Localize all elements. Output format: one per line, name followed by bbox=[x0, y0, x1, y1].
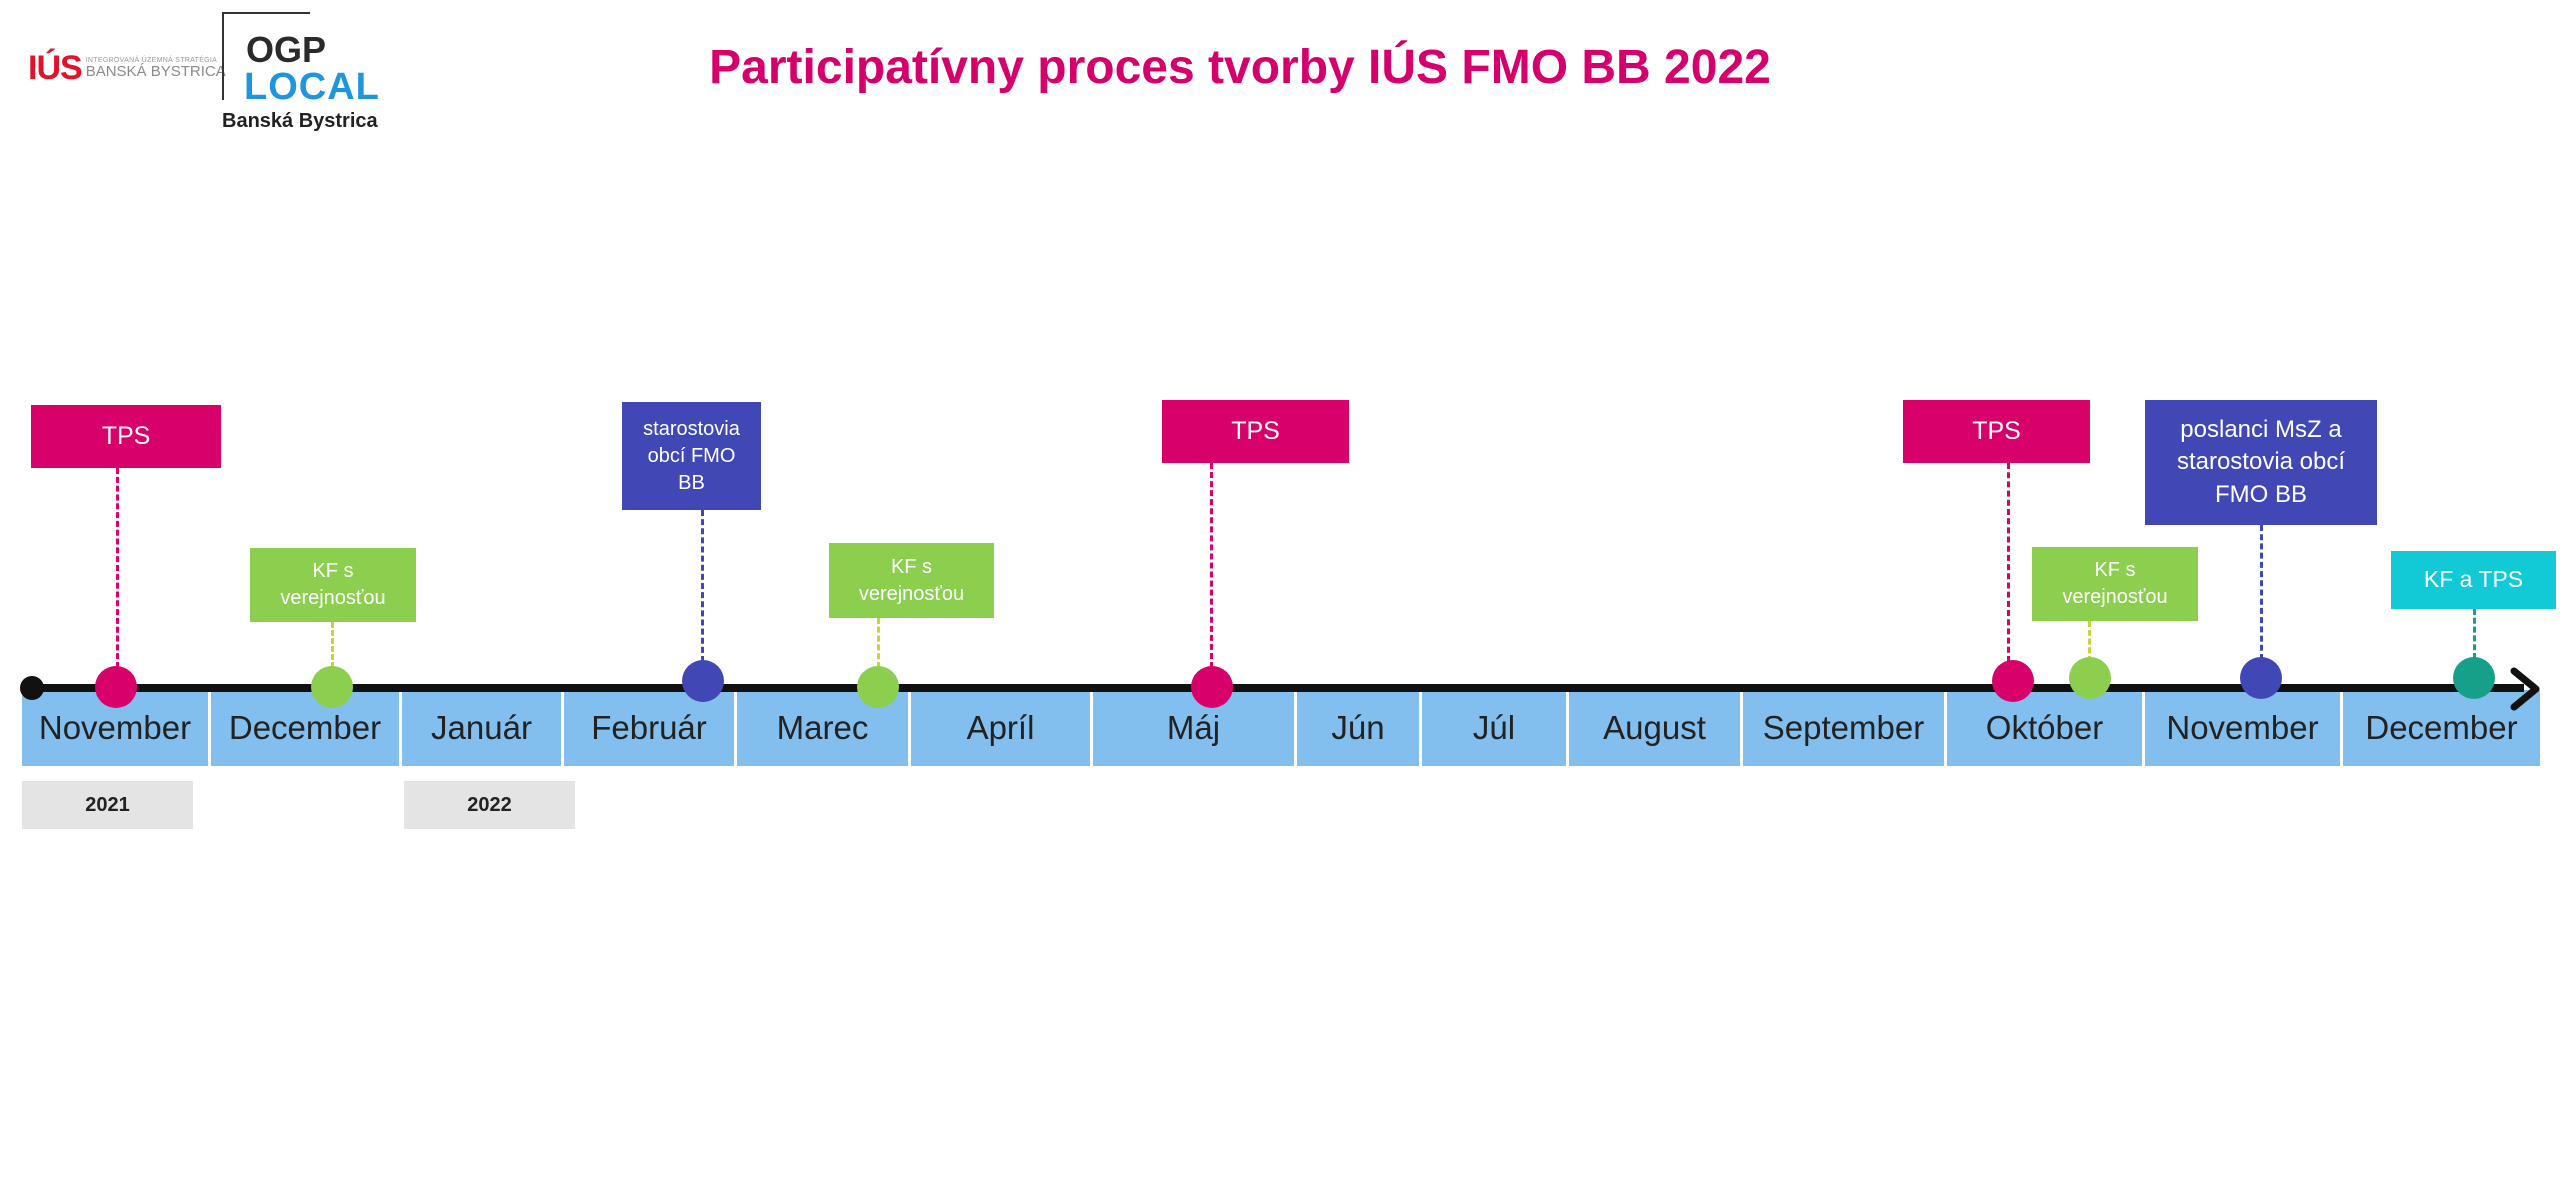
year-label-2021: 2021 bbox=[22, 781, 193, 829]
month-april: Apríl bbox=[911, 690, 1093, 766]
event-connector bbox=[701, 510, 704, 662]
month-marec: Marec bbox=[737, 690, 911, 766]
event-box-tps-2: TPS bbox=[1162, 400, 1349, 463]
ogp-logo-city: Banská Bystrica bbox=[222, 110, 378, 132]
month-jun: Jún bbox=[1297, 690, 1422, 766]
month-november-2022: November bbox=[2145, 690, 2343, 766]
timeline-start-dot bbox=[20, 676, 44, 700]
event-marker-poslanci bbox=[2240, 657, 2282, 699]
ogp-logo-word: OGP bbox=[246, 29, 327, 70]
year-label-2022: 2022 bbox=[404, 781, 575, 829]
ius-logo-subtitle: INTEGROVANÁ ÚZEMNÁ STRATÉGIA bbox=[85, 57, 218, 64]
event-marker-tps-1 bbox=[95, 666, 137, 708]
event-connector bbox=[2473, 609, 2476, 659]
ogp-logo-local: LOCAL bbox=[244, 66, 380, 108]
event-marker-tps-2 bbox=[1191, 666, 1233, 708]
event-connector bbox=[2260, 525, 2263, 660]
month-januar: Január bbox=[402, 690, 564, 766]
page-title: Participatívny proces tvorby IÚS FMO BB … bbox=[709, 41, 1771, 94]
month-februar: Február bbox=[564, 690, 737, 766]
event-box-kf-3: KF s verejnosťou bbox=[2032, 547, 2198, 621]
ius-logo-city: BANSKÁ BYSTRICA bbox=[85, 63, 226, 80]
event-connector bbox=[116, 468, 119, 668]
event-connector bbox=[2007, 463, 2010, 662]
event-box-tps-1: TPS bbox=[31, 405, 221, 468]
month-december-2022: December bbox=[2365, 709, 2518, 746]
event-connector bbox=[877, 618, 880, 668]
event-box-kf-tps: KF a TPS bbox=[2391, 551, 2556, 609]
ogp-logo-frame-top bbox=[222, 12, 310, 14]
event-marker-kf-tps bbox=[2453, 657, 2495, 699]
ogp-local-logo: OGP LOCAL Banská Bystrica bbox=[222, 12, 392, 134]
month-november-2021: November bbox=[22, 690, 211, 766]
ius-logo: IÚS INTEGROVANÁ ÚZEMNÁ STRATÉGIA BANSKÁ … bbox=[28, 48, 226, 88]
month-bar: November December Január Február Marec A… bbox=[22, 690, 2540, 766]
event-marker-starostovia bbox=[682, 660, 724, 702]
month-september: September bbox=[1743, 690, 1947, 766]
event-box-tps-3: TPS bbox=[1903, 400, 2090, 463]
event-connector bbox=[2088, 621, 2091, 662]
event-marker-tps-3 bbox=[1992, 660, 2034, 702]
timeline-arrow-icon bbox=[2510, 667, 2540, 711]
event-box-kf-1: KF s verejnosťou bbox=[250, 548, 416, 622]
event-connector bbox=[331, 622, 334, 668]
month-jul: Júl bbox=[1422, 690, 1569, 766]
ogp-logo-frame-left bbox=[222, 12, 224, 100]
ius-logo-mark: IÚS bbox=[28, 48, 83, 87]
event-box-kf-2: KF s verejnosťou bbox=[829, 543, 994, 618]
month-maj: Máj bbox=[1093, 690, 1297, 766]
event-marker-kf-2 bbox=[857, 666, 899, 708]
event-marker-kf-1 bbox=[311, 666, 353, 708]
month-august: August bbox=[1569, 690, 1743, 766]
event-connector bbox=[1210, 463, 1213, 668]
event-box-poslanci: poslanci MsZ a starostovia obcí FMO BB bbox=[2145, 400, 2377, 525]
event-marker-kf-3 bbox=[2069, 657, 2111, 699]
month-oktober: Október bbox=[1947, 690, 2145, 766]
month-december-2021: December bbox=[211, 690, 402, 766]
event-box-starostovia: starostovia obcí FMO BB bbox=[622, 402, 761, 510]
timeline-axis bbox=[24, 684, 2524, 692]
